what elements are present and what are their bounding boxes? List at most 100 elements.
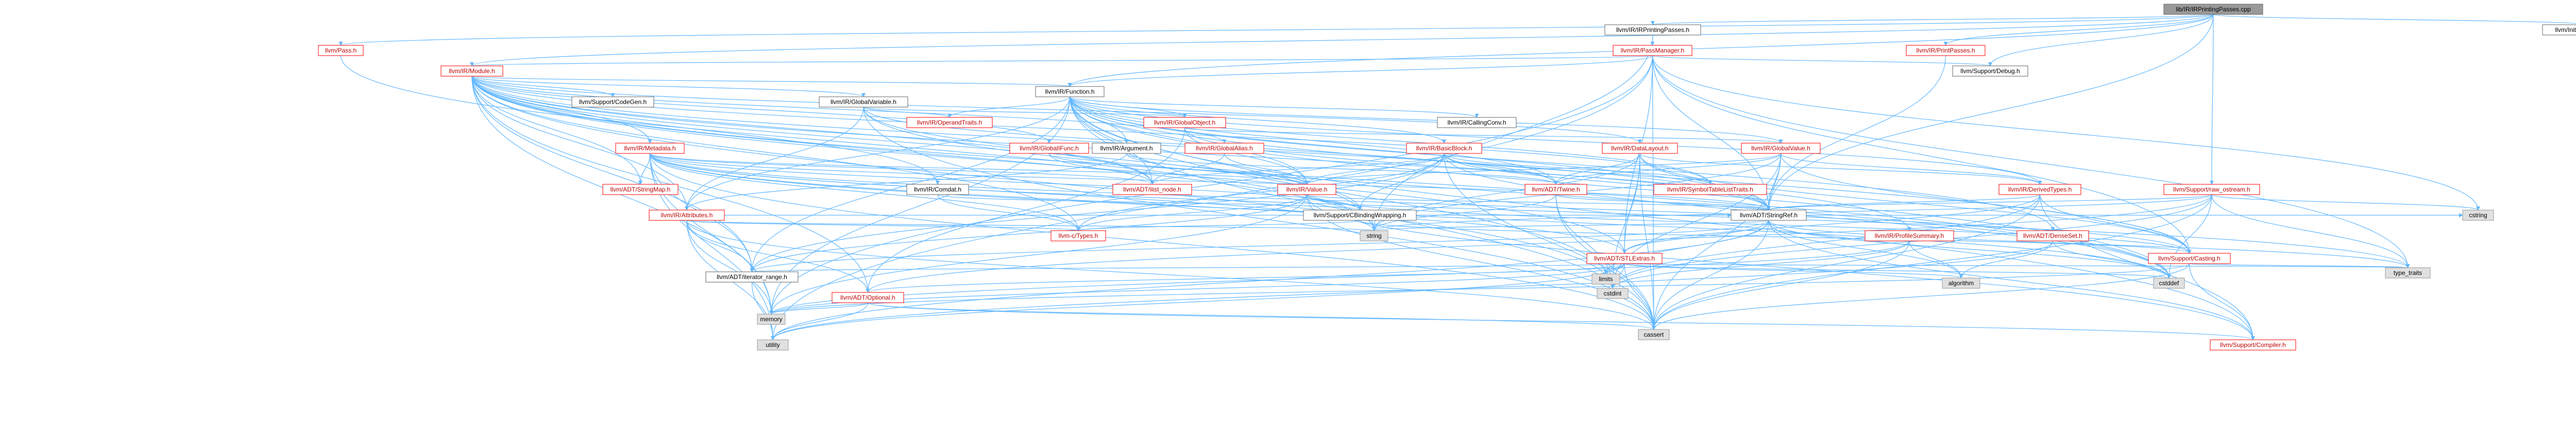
graph-node-cbindingwrapping_h[interactable]: llvm/Support/CBindingWrapping.h [1303, 210, 1417, 221]
node-box [1184, 143, 1264, 154]
graph-node-twine_h[interactable]: llvm/ADT/Twine.h [1524, 184, 1587, 195]
graph-node-derivedtypes_h[interactable]: llvm/IR/DerivedTypes.h [1998, 184, 2081, 195]
graph-node-iterator_range_h[interactable]: llvm/ADT/iterator_range.h [705, 271, 799, 283]
node-label: llvm/ADT/StringMap.h [611, 186, 671, 193]
node-label: llvm/InitializePasses.h [2555, 26, 2576, 33]
edge-optional_h-to-cassert_sys [867, 302, 1656, 330]
node-box [1998, 184, 2081, 195]
edge-passmanager_h-to-cstring_sys [1652, 55, 2480, 211]
edge-datalayout_h-to-cstdint_sys [1611, 153, 1640, 289]
edge-module_h-to-datalayout_h [471, 76, 1642, 144]
edge-basicblock_h-to-ilist_node_h [1150, 153, 1445, 185]
graph-node-basicblock_h[interactable]: llvm/IR/BasicBlock.h [1406, 143, 1482, 154]
graph-node-type_traits_sys[interactable]: type_traits [2385, 267, 2431, 279]
graph-node-globalvalue_h[interactable]: llvm/IR/GlobalValue.h [1741, 143, 1821, 154]
graph-node-cassert_sys[interactable]: cassert [1638, 329, 1670, 340]
edge-raw_ostream_h-to-cstdint_sys [1611, 194, 2212, 289]
node-box [1112, 184, 1192, 195]
graph-node-compiler_h[interactable]: llvm/Support/Compiler.h [2210, 339, 2296, 351]
edge-root-to-module_h [470, 14, 2214, 66]
node-label: llvm/Support/CodeGen.h [579, 98, 647, 106]
edge-raw_ostream_h-to-cassert_sys [1652, 194, 2212, 330]
graph-node-memory_sys[interactable]: memory [757, 314, 786, 325]
graph-node-globalvariable_h[interactable]: llvm/IR/GlobalVariable.h [819, 96, 908, 108]
edge-raw_ostream_h-to-type_traits_sys [2211, 194, 2410, 268]
node-box [615, 143, 685, 154]
graph-node-comdat_h[interactable]: llvm/IR/Comdat.h [906, 184, 969, 195]
graph-node-ilist_node_h[interactable]: llvm/ADT/ilist_node.h [1112, 184, 1192, 195]
graph-node-ctypes_h[interactable]: llvm-c/Types.h [1050, 230, 1106, 241]
edge-globalvariable_h-to-attributes_h [685, 107, 864, 211]
graph-node-pass_h[interactable]: llvm/Pass.h [318, 45, 364, 56]
graph-node-irprintingpasses_h[interactable]: llvm/IR/IRPrintingPasses.h [1604, 24, 1701, 36]
graph-node-stringmap_h[interactable]: llvm/ADT/StringMap.h [602, 184, 679, 195]
graph-node-densemap_h[interactable]: llvm/ADT/DenseSet.h [2016, 230, 2089, 241]
edge-function_h-to-attributes_h [685, 96, 1071, 211]
graph-node-algorithm_sys[interactable]: algorithm [1942, 277, 1980, 289]
node-label: llvm/IR/Comdat.h [914, 186, 961, 193]
edge-function_h-to-cstddef_sys [1069, 96, 2171, 279]
graph-node-string_sys[interactable]: string [1360, 230, 1388, 241]
graph-node-cstddef_sys[interactable]: cstddef [2153, 277, 2185, 289]
graph-node-stlextras_h[interactable]: llvm/ADT/STLExtras.h [1586, 253, 1663, 264]
graph-node-globalalias_h[interactable]: llvm/IR/GlobalAlias.h [1184, 143, 1264, 154]
edge-attributes_h-to-memory_sys [686, 220, 773, 315]
graph-node-module_h[interactable]: llvm/IR/Module.h [440, 65, 503, 77]
graph-node-globalobject_h[interactable]: llvm/IR/GlobalObject.h [1143, 117, 1226, 128]
edge-cbindingwrapping_h-to-ctypes_h [1076, 220, 1361, 231]
node-label: cstddef [2159, 280, 2179, 287]
edge-casting_h-to-type_traits_sys [2189, 263, 2410, 268]
node-label: algorithm [1948, 280, 1974, 287]
edge-module_h-to-iterator_range_h [471, 76, 754, 272]
edge-attributes_h-to-optional_h [686, 220, 870, 293]
node-box [1731, 210, 1807, 221]
graph-node-operandtraits_h[interactable]: llvm/IR/OperandTraits.h [906, 117, 993, 128]
graph-node-callingconv_h[interactable]: llvm/IR/CallingConv.h [1437, 117, 1517, 128]
graph-node-profilesummary_h[interactable]: llvm/IR/ProfileSummary.h [1865, 230, 1954, 241]
node-label: llvm/IR/GlobalValue.h [1751, 145, 1810, 152]
node-label: llvm/IR/Argument.h [1100, 145, 1153, 152]
edge-raw_ostream_h-to-cstddef_sys [2167, 194, 2212, 279]
node-box [571, 96, 654, 108]
node-label: llvm/IR/IRPrintingPasses.h [1616, 26, 1689, 33]
node-label: llvm/Support/Casting.h [2158, 255, 2221, 262]
edge-metadata_h-to-casting_h [649, 153, 2192, 254]
graph-node-metadata_h[interactable]: llvm/IR/Metadata.h [615, 143, 685, 154]
graph-node-raw_ostream_h[interactable]: llvm/Support/raw_ostream.h [2163, 184, 2260, 195]
graph-node-symboltablelisttraits_h[interactable]: llvm/IR/SymbolTableListTraits.h [1653, 184, 1767, 195]
graph-node-optional_h[interactable]: llvm/ADT/Optional.h [832, 292, 904, 303]
node-box [1035, 86, 1105, 97]
graph-node-cstring_sys[interactable]: cstring [2462, 210, 2494, 221]
graph-node-initializepasses_h[interactable]: llvm/InitializePasses.h [2542, 24, 2576, 36]
graph-node-printpasses_h[interactable]: llvm/IR/PrintPasses.h [1906, 45, 1986, 56]
graph-node-debug_h[interactable]: llvm/Support/Debug.h [1952, 65, 2028, 77]
node-box [1050, 230, 1106, 241]
edge-casting_h-to-compiler_h [2189, 263, 2255, 340]
graph-node-function_h[interactable]: llvm/IR/Function.h [1035, 86, 1105, 97]
node-box [1597, 288, 1629, 299]
edge-casting_h-to-cassert_sys [1652, 263, 2190, 330]
edge-globalvalue_h-to-stringref_h [1767, 153, 1782, 211]
graph-node-cstdint_sys[interactable]: cstdint [1597, 288, 1629, 299]
graph-node-limits_sys[interactable]: limits [1591, 273, 1620, 285]
node-label: llvm/IR/Attributes.h [661, 212, 713, 219]
node-label: limits [1599, 275, 1613, 283]
edge-globalvariable_h-to-operandtraits_h [863, 107, 952, 118]
graph-node-argument_h[interactable]: llvm/IR/Argument.h [1092, 143, 1161, 154]
graph-node-utility_sys[interactable]: utility [757, 339, 789, 351]
edge-metadata_h-to-ctypes_h [649, 153, 1080, 231]
graph-node-stringref_h[interactable]: llvm/ADT/StringRef.h [1731, 210, 1807, 221]
node-box [1613, 45, 1692, 56]
graph-node-passmanager_h[interactable]: llvm/IR/PassManager.h [1613, 45, 1692, 56]
graph-node-casting_h[interactable]: llvm/Support/Casting.h [2148, 253, 2231, 264]
node-box [757, 314, 786, 325]
graph-node-value_h[interactable]: llvm/IR/Value.h [1277, 184, 1336, 195]
edge-passmanager_h-to-module_h [470, 55, 1653, 66]
edge-stringref_h-to-algorithm_sys [1768, 220, 1963, 279]
graph-node-codegen_h[interactable]: llvm/Support/CodeGen.h [571, 96, 654, 108]
graph-node-root[interactable]: lib/IR/IRPrintingPasses.cpp [2163, 4, 2263, 15]
graph-node-attributes_h[interactable]: llvm/IR/Attributes.h [649, 210, 725, 221]
graph-node-globalifunc_h[interactable]: llvm/IR/GlobalIFunc.h [1009, 143, 1089, 154]
graph-node-datalayout_h[interactable]: llvm/IR/DataLayout.h [1602, 143, 1678, 154]
edge-basicblock_h-to-symboltablelisttraits_h [1444, 153, 1713, 185]
